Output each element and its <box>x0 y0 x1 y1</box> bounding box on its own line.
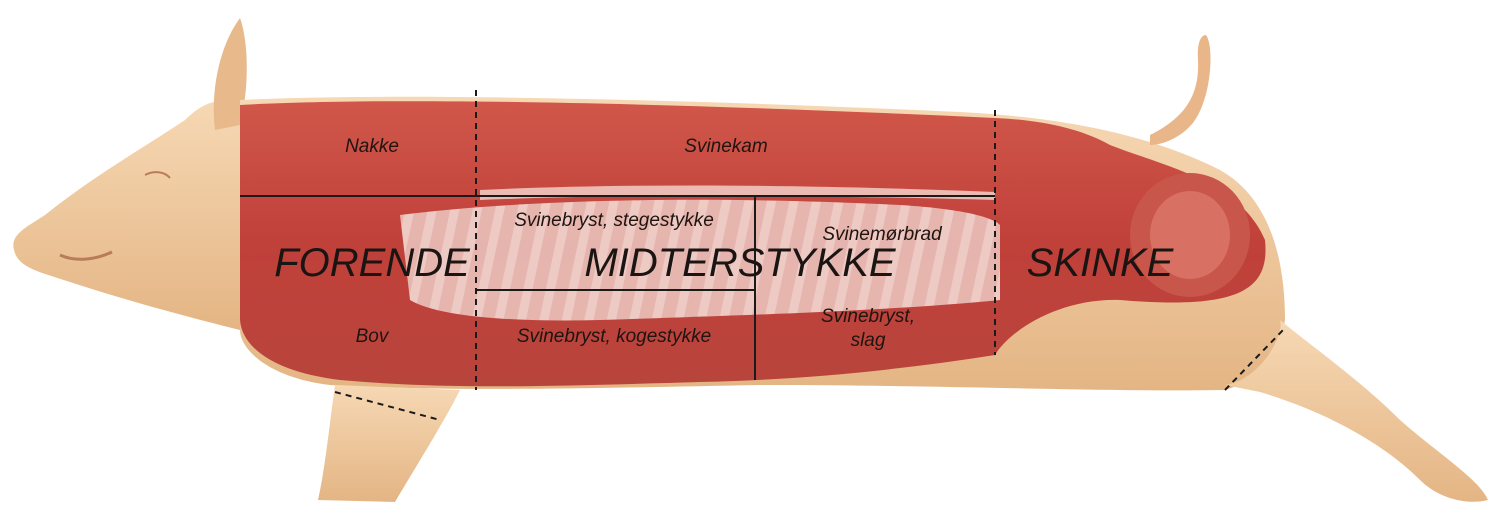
tail-shape <box>1150 35 1211 145</box>
cut-label-svinebryst-slag-line1: Svinebryst, <box>821 306 915 327</box>
cut-label-bov: Bov <box>356 326 390 347</box>
region-label-skinke: SKINKE <box>1027 241 1175 285</box>
cut-label-nakke: Nakke <box>345 136 399 157</box>
cut-label-svinebryst-slag-line2: slag <box>851 330 886 351</box>
pig-head <box>13 18 246 330</box>
region-label-midterstykke: MIDTERSTYKKE <box>584 241 896 285</box>
cut-label-svinebryst-stegestykke: Svinebryst, stegestykke <box>514 210 714 231</box>
region-label-forende: FORENDE <box>274 241 471 285</box>
cut-label-svinebryst-kogestykke: Svinebryst, kogestykke <box>517 326 711 347</box>
cut-label-svinekam: Svinekam <box>684 136 767 157</box>
front-leg-shape <box>318 385 460 502</box>
